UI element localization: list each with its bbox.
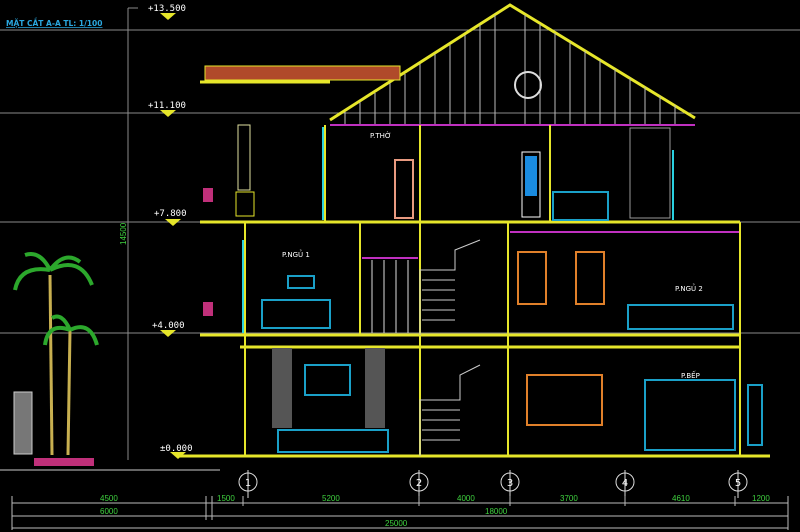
floor-slabs	[180, 220, 770, 458]
column	[237, 124, 251, 191]
flower-pot	[203, 188, 213, 202]
round-vent-icon	[514, 71, 542, 99]
room-label: P.NGỦ 2	[675, 283, 703, 293]
windows	[517, 251, 605, 426]
drawing-title: MẶT CẮT A-A TL: 1/100	[6, 18, 102, 28]
palm-tree-icon	[13, 252, 99, 456]
picture-icon	[304, 364, 351, 396]
dimension-text: 4000	[457, 494, 475, 503]
walls	[244, 125, 741, 456]
altar-icon	[394, 159, 414, 219]
axis-label: 3	[507, 478, 513, 489]
bed-icon	[552, 191, 609, 221]
dimension-text: 1500	[217, 494, 235, 503]
axis-label: 4	[622, 478, 628, 489]
door-icon	[521, 151, 541, 218]
sofa-icon	[277, 429, 389, 453]
dimension-lines	[11, 496, 789, 530]
dimension-text: 25000	[385, 519, 408, 528]
gate-pillar	[13, 391, 33, 455]
desk-icon	[627, 304, 734, 330]
furniture	[261, 191, 763, 453]
picture-icon	[287, 275, 315, 289]
flower-pot	[203, 302, 213, 316]
level-label: +13.500	[148, 4, 186, 14]
level-label: +7.800	[154, 209, 187, 219]
room-label: P.NGỦ 1	[282, 249, 310, 259]
level-markers	[160, 13, 186, 459]
kitchen-cabinet-icon	[644, 379, 736, 451]
total-height-dimension: 14500	[119, 222, 128, 245]
axis-label: 2	[416, 478, 422, 489]
fridge-icon	[747, 384, 763, 446]
dimension-text: 5200	[322, 494, 340, 503]
level-label: +4.000	[152, 321, 185, 331]
wardrobe-icon	[629, 127, 671, 219]
room-label: P.BẾP	[681, 370, 700, 380]
room-label: P.THỜ	[370, 131, 391, 140]
pergola-tiles	[204, 65, 401, 81]
axis-label: 1	[245, 478, 251, 489]
bed-icon	[261, 299, 331, 329]
dimension-text: 3700	[560, 494, 578, 503]
dimension-text: 6000	[100, 507, 118, 516]
staircase	[419, 239, 481, 456]
dimension-text: 4500	[100, 494, 118, 503]
dimension-text: 1200	[752, 494, 770, 503]
axis-label: 5	[735, 478, 741, 489]
flower-bed	[34, 458, 94, 466]
level-label: +11.100	[148, 101, 186, 111]
dimension-text: 4610	[672, 494, 690, 503]
roof	[200, 3, 696, 126]
axis-markers: 1 2 3 4 5	[238, 470, 748, 498]
dimension-text: 18000	[485, 507, 508, 516]
level-label: ±0.000	[160, 444, 193, 454]
